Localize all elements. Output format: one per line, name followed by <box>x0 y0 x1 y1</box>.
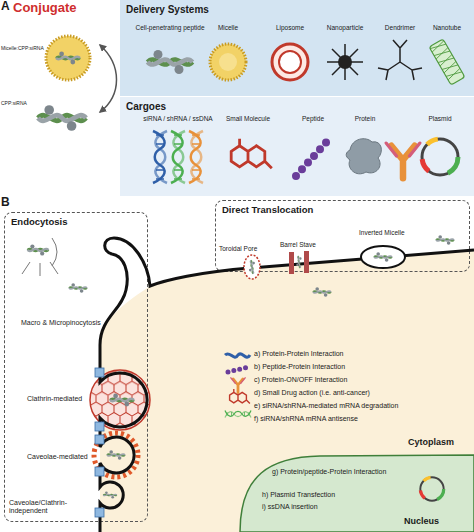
band-heading: Cargoes <box>126 101 166 113</box>
mechanism-label: Barrel Stave <box>280 241 316 248</box>
item-caption: Plasmid <box>428 115 451 122</box>
clathrin-coat <box>90 370 150 430</box>
item-caption: Nanotube <box>433 24 461 31</box>
item-caption: Protein <box>355 115 376 122</box>
region-label: Nucleus <box>404 516 439 526</box>
pathway-label: Clathrin-mediated <box>27 395 82 403</box>
antibody-icon <box>231 378 245 393</box>
pathway-label: Caveolae-mediated <box>27 453 88 461</box>
receptor <box>95 435 104 444</box>
item-caption: Peptide <box>302 115 324 122</box>
receptor <box>95 422 104 431</box>
cell-membrane <box>100 238 474 532</box>
conjugate-glyph <box>56 52 80 65</box>
item-caption: Cell-penetrating peptide <box>135 24 204 31</box>
caveolin-coat <box>94 433 138 477</box>
translocation-box: Direct TranslocationToroidal Pore Barrel … <box>215 200 470 272</box>
exchange-arrow <box>100 45 117 112</box>
action-item: b) Peptide-Protein Interaction <box>254 363 345 371</box>
action-item: c) Protein-ON/OFF Interaction <box>254 376 347 384</box>
micelle-conjugate <box>46 36 90 80</box>
mechanism-label: Toroidal Pore <box>219 245 257 252</box>
action-item: i) ssDNA insertion <box>262 503 318 511</box>
conjugate-glyph <box>69 283 87 293</box>
cytoplasm-region: a) Protein-Protein Interaction b) Peptide… <box>60 240 474 532</box>
item-caption: Micelle <box>218 24 238 31</box>
action-item: g) Protein/peptide-Protein Interaction <box>272 468 390 476</box>
region-label: Cytoplasm <box>408 437 454 447</box>
action-item: h) Plasmid Transfection <box>262 491 335 499</box>
sirna-icon <box>225 411 251 418</box>
action-item: a) Protein-Protein Interaction <box>254 350 344 358</box>
conjugate-glyph <box>295 256 303 269</box>
band-heading: Delivery Systems <box>126 4 209 16</box>
inverted-micelle <box>361 246 405 268</box>
protein-icon <box>225 354 250 358</box>
conjugate-glyph <box>436 235 454 245</box>
conjugate-glyph <box>374 252 392 262</box>
barrel-stave <box>289 252 294 274</box>
uptake-fan <box>22 238 58 276</box>
conjugate-glyph <box>103 491 117 498</box>
plasmid-icon <box>420 477 443 500</box>
item-caption: Dendrimer <box>385 24 415 31</box>
conjugate-glyph <box>38 105 86 131</box>
action-item: d) Small Drug action (i.e. anti-cancer) <box>254 389 370 397</box>
conjugate-label: CPP:siRNA <box>1 101 27 107</box>
item-caption: Nanoparticle <box>327 24 364 31</box>
barrel-stave <box>304 251 309 273</box>
peptide-icon <box>228 367 249 372</box>
nucleus-region-outline <box>240 455 474 532</box>
conjugate-glyph <box>313 287 331 297</box>
delivery-band: Delivery SystemsCell-penetrating peptide… <box>120 0 474 96</box>
conjugate-glyph <box>28 244 49 255</box>
receptor <box>95 508 104 517</box>
cytoplasm-region-outline <box>100 250 474 532</box>
conjugate-glyph <box>247 260 256 275</box>
figure-heading: Conjugate <box>13 1 77 16</box>
clathrin-coat <box>90 370 150 430</box>
action-item: e) siRNA/shRNA-mediated mRNA degradation <box>254 402 398 410</box>
conjugate-label: Micelle:CPP:siRNA <box>1 46 44 52</box>
mechanism-label: Inverted Micelle <box>359 229 405 236</box>
nucleus-region: g) Protein/peptide-Protein Interaction h)… <box>240 455 474 532</box>
action-item: f) siRNA/shRNA mRNA antisense <box>254 415 358 423</box>
box-heading: Endocytosis <box>11 217 68 228</box>
receptor <box>95 368 104 377</box>
endocytosis-box: EndocytosisMacro & MicropinocytosisClath… <box>4 212 148 522</box>
pathway-label: Macro & Micropinocytosis <box>21 319 101 327</box>
conjugate-glyph <box>107 450 125 460</box>
small-molecule-icon <box>230 389 250 404</box>
panel-letter: B <box>1 196 10 210</box>
conjugate-glyph <box>110 394 134 407</box>
toroidal-pore <box>244 255 260 279</box>
cargo-band: Cargoes siRNA / shRNA / ssDNA Small Molecu… <box>120 96 474 196</box>
box-heading: Direct Translocation <box>222 205 313 216</box>
item-caption: siRNA / shRNA / ssDNA <box>143 115 212 122</box>
panel-letter: A <box>1 0 10 14</box>
receptor <box>95 467 104 476</box>
item-caption: Liposome <box>276 24 304 31</box>
pathway-label: Caveolae/Clathrin-independent <box>9 499 95 515</box>
item-caption: Small Molecule <box>226 115 270 122</box>
